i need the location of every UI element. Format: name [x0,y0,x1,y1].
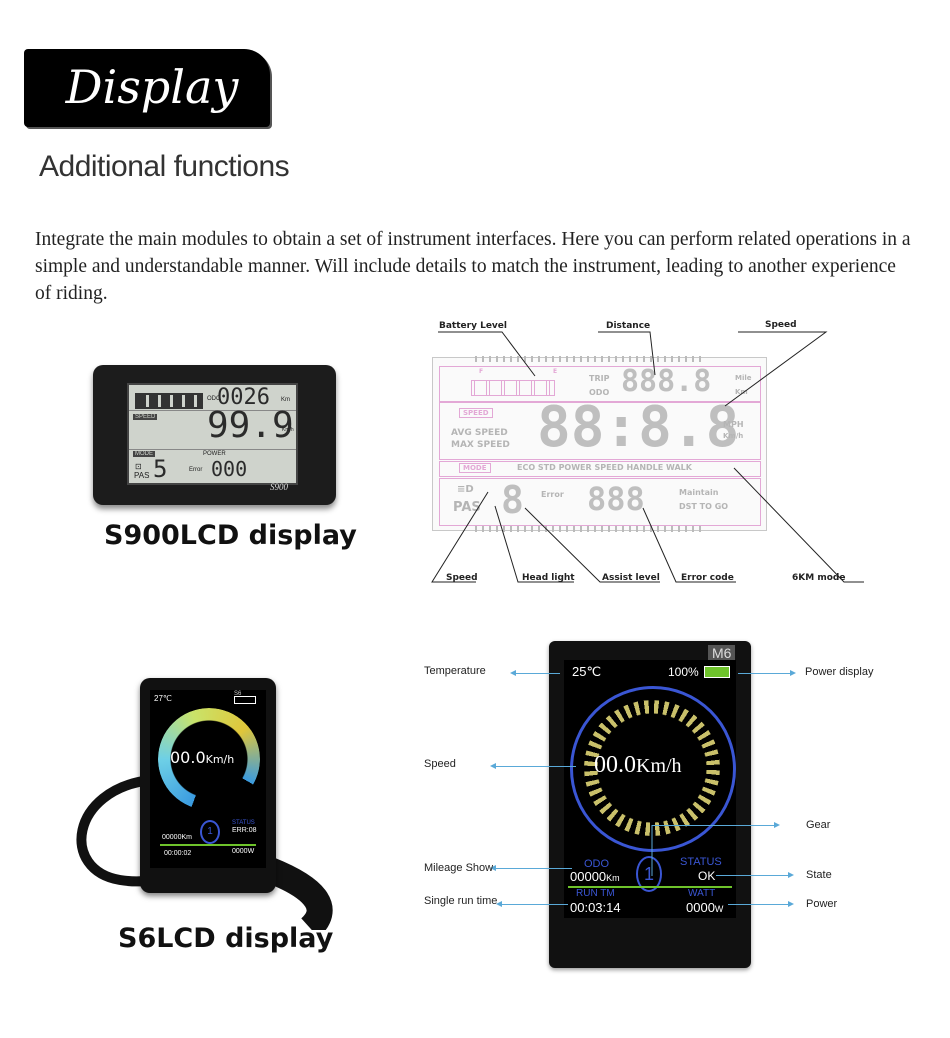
s900-power-tag: POWER [203,451,226,457]
label-assist-level: Assist level [602,573,660,583]
s6-big-speed: 00.0Km/h [594,752,682,778]
diagram-max: MAX SPEED [451,440,510,450]
diagram-mph: MPH [723,420,744,429]
diagram-battery [471,380,555,396]
headlight-icon: ⊡ [135,462,142,471]
s6-big-status-tag: STATUS [680,856,722,868]
s6-big-model: M6 [708,645,736,661]
s900-km: Km [281,397,290,403]
label-speed-bottom: Speed [446,573,478,583]
s6-big-gauge-ring [570,686,736,852]
s900-mode-tag: MODE [133,451,155,457]
anno-speed: Speed [424,758,456,770]
diagram-f: F [479,368,484,375]
s6-model: S6 [234,691,242,697]
s6-time: 00:00:02 [164,850,192,857]
s6-gauge [158,708,260,810]
label-speed-top: Speed [765,320,797,330]
s6-big-odo: 00000Km [570,869,620,884]
s900-diagram: F E TRIP ODO 888.8 Mile Km SPEED AVG SPE… [432,356,767,532]
s900-caption: S900LCD display [104,520,357,551]
s6-big-battery-pct: 100% [668,665,699,679]
anno-single-run: Single run time [424,895,498,907]
s6-err: ERR:08 [232,827,257,834]
section-subtitle: Additional functions [39,150,290,183]
diagram-km: Km [735,388,748,396]
diagram-avg: AVG SPEED [451,428,508,438]
label-error-code: Error code [681,573,734,583]
diagram-e: E [553,368,558,375]
s900-assist-level: 5 [153,455,168,483]
s6-gear-ring: 1 [200,820,220,844]
s900-speed: 99.9 [207,405,294,446]
anno-mileage: Mileage Show [424,862,494,874]
diagram-maintain: Maintain [679,488,719,497]
label-battery-level: Battery Level [439,321,507,331]
s900-distance: 0026 [217,385,270,410]
s6-big-runtm-tag: RUN TM [576,888,615,899]
s6-status-tag: STATUS [232,820,255,826]
s900-brand: S900 [270,482,288,492]
diagram-error-digits: 888 [587,480,645,518]
anno-power: Power [806,898,838,910]
s6-battery-icon [234,696,256,704]
s6-big-gear: 1 [636,856,662,892]
s900-speed-tag: SPEED [133,414,158,420]
anno-gear: Gear [806,819,831,831]
diagram-trip: TRIP [589,374,610,383]
diagram-dst: DST TO GO [679,502,729,511]
diagram-mode-tag: MODE [459,463,491,473]
header-banner [24,49,270,127]
diagram-speed-digits: 88:8.8 [537,395,740,460]
diagram-modes: ECO STD POWER SPEED HANDLE WALK [517,463,692,472]
s6-odo: 00000Km [162,834,192,841]
label-distance: Distance [606,321,651,331]
intro-paragraph: Integrate the main modules to obtain a s… [35,229,911,304]
s6-speed: 00.0Km/h [170,748,235,767]
s6-big-status: OK [698,869,716,883]
anno-power-display: Power display [805,666,874,678]
page-title: Display [65,60,239,114]
s900-kmh: Km/h [282,427,294,433]
s6-big-battery-icon [704,666,730,678]
anno-temperature: Temperature [424,665,486,677]
s900-pas: PAS [134,471,150,480]
s6-big-time: 00:03:14 [570,900,621,915]
s6-caption: S6LCD display [118,923,334,954]
s900-error-tag: Error [189,467,203,473]
s6-big-watt: 0000W [686,900,724,915]
s6-big-odo-tag: ODO [584,858,610,870]
s6-big-screen: 25℃ 100% 00.0Km/h 1 ODO 00000Km RUN TM 0… [564,660,736,918]
diagram-error: Error [541,490,564,499]
diagram-speed-tag: SPEED [459,408,493,418]
s900-error-code: 000 [211,457,248,481]
diagram-assist-digit: 8 [501,478,524,522]
label-head-light: Head light [522,573,575,583]
s6-big-gauge-ticks [584,700,720,836]
diagram-kmh: Km/h [723,432,744,440]
s6-screen: 27℃ S6 00.0Km/h STATUS ERR:08 1 00000Km … [150,690,266,868]
s6-watt: 0000W [232,848,255,855]
battery-icon [135,393,203,409]
label-6km-mode: 6KM mode [792,573,846,583]
s6-big-watt-tag: WATT [688,888,716,899]
s6-big-temp: 25℃ [572,664,602,679]
s900-screen: ODO 0026 Km SPEED 99.9 Km/h MODE POWER ⊡… [127,383,298,485]
s6-temp: 27℃ [154,694,172,703]
diagram-odo: ODO [589,388,610,397]
s900-odo-tag: ODO [207,396,221,402]
diagram-pas: PAS [453,500,481,515]
diagram-distance-digits: 888.8 [621,364,712,399]
anno-state: State [806,869,832,881]
diagram-headlight: ≡D [457,484,474,495]
diagram-mile: Mile [735,374,752,382]
